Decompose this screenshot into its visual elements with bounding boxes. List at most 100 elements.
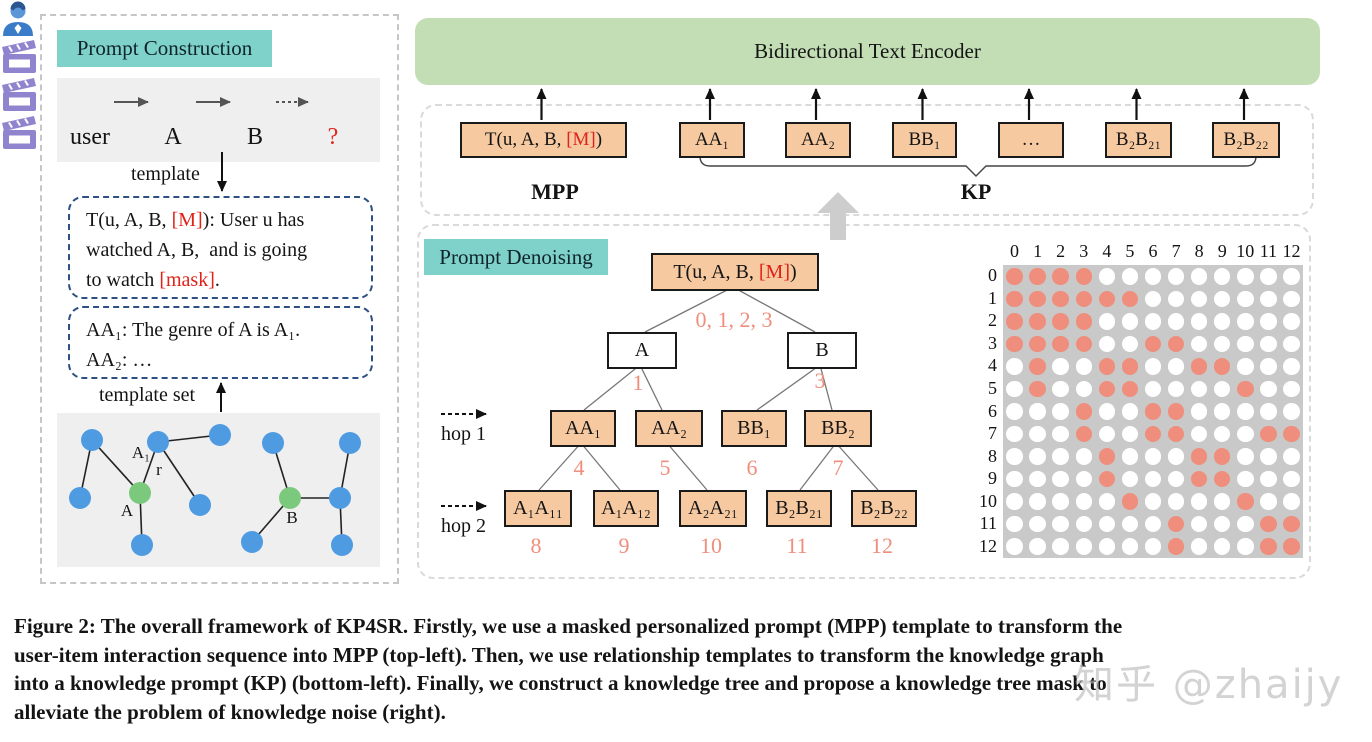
matrix-dot-visible [1213, 358, 1231, 375]
matrix-dot-masked [1006, 448, 1023, 465]
matrix-dot-masked [1260, 403, 1277, 420]
masked-token-text: [M] [758, 260, 790, 283]
matrix-col-header: 8 [1194, 241, 1204, 261]
watermark: 知乎 @zhaijy [1074, 662, 1344, 708]
token-text: B₂B₂₁ [775, 497, 823, 519]
matrix-dot-visible [1052, 335, 1069, 353]
tree-index-label: 4 [573, 455, 585, 480]
matrix-dot-masked [1283, 470, 1300, 488]
caption-line: user-item interaction sequence into MPP … [14, 642, 1104, 667]
matrix-dot-visible [1260, 538, 1277, 555]
matrix-dot-visible [1006, 313, 1023, 330]
matrix-dot-masked [1006, 515, 1023, 533]
token-text: A₁A₁₂ [601, 497, 651, 519]
tree-index-label: 10 [700, 533, 722, 558]
interaction-sequence-box [57, 78, 380, 162]
matrix-col-header: 1 [1033, 241, 1043, 261]
tree-index-label: 9 [618, 533, 630, 558]
matrix-dot-masked [1121, 538, 1139, 555]
matrix-col-header: 5 [1125, 241, 1135, 261]
matrix-row-header: 11 [979, 513, 997, 534]
template-line: T(u, A, B, [M]): User u has [86, 205, 365, 235]
token-text: A₂A₂₁ [688, 497, 738, 519]
tree-node-box: B [787, 332, 857, 369]
encoder-bar: Bidirectional Text Encoder [415, 18, 1320, 85]
template-text: ): User u has [202, 209, 305, 231]
matrix-col-header: 10 [1236, 241, 1255, 261]
matrix-row-header: 8 [988, 445, 997, 466]
matrix-row-header: 3 [988, 332, 997, 353]
user-icon [3, 1, 33, 36]
matrix-dot-masked [1006, 425, 1023, 443]
matrix-dot-visible [1283, 515, 1300, 533]
sequence-item-label: ? [327, 124, 339, 150]
sequence-item-label: A [164, 124, 182, 150]
matrix-dot-masked [1006, 358, 1023, 375]
matrix-dot-masked [1098, 538, 1116, 555]
matrix-col-header: 6 [1148, 241, 1158, 261]
hop1-label: hop 1 [441, 423, 486, 445]
encoder-token-box: B₂B₂₁ [1105, 122, 1172, 158]
tree-index-label: 7 [832, 455, 844, 480]
matrix-row-header: 4 [988, 355, 997, 376]
matrix-dot-masked [1167, 493, 1185, 510]
matrix-dot-masked [1167, 448, 1185, 465]
tree-node-box: T(u, A, B, [M]) [651, 253, 819, 291]
matrix-dot-masked [1237, 290, 1254, 308]
token-text: B₂B₂₂ [1223, 129, 1269, 150]
matrix-col-header: 7 [1171, 241, 1181, 261]
matrix-dot-visible [1098, 290, 1116, 308]
matrix-dot-visible [1029, 380, 1046, 398]
matrix-dot-masked [1075, 538, 1093, 555]
figure-caption: Figure 2: The overall framework of KP4SR… [14, 612, 1122, 726]
caption-line: Figure 2: The overall framework of KP4SR… [14, 614, 1123, 638]
matrix-dot-visible [1029, 358, 1046, 375]
sequence-item-icon-wrap [0, 38, 38, 76]
matrix-dot-masked [1283, 403, 1300, 420]
matrix-dot-masked [1260, 448, 1277, 465]
matrix-dot-masked [1260, 493, 1277, 510]
matrix-dot-masked [1237, 335, 1254, 353]
matrix-dot-visible [1098, 448, 1116, 465]
template-text: watched A, B, and is going [86, 239, 308, 261]
matrix-dot-masked [1098, 515, 1116, 533]
tree-node-box: AA₁ [550, 410, 616, 447]
matrix-dot-masked [1260, 335, 1277, 353]
token-text: AA₁ [565, 417, 601, 439]
template-line: watched A, B, and is going [86, 235, 365, 265]
matrix-row-header: 0 [988, 265, 997, 286]
matrix-dot-visible [1121, 380, 1139, 398]
token-text: AA₁ [694, 129, 730, 150]
template-arrow-label: template [131, 163, 200, 185]
matrix-dot-masked [1237, 358, 1254, 375]
matrix-dot-masked [1075, 515, 1093, 533]
matrix-dot-masked [1190, 425, 1208, 443]
panel-title: Prompt Denoising [439, 244, 593, 269]
matrix-dot-masked [1121, 403, 1139, 420]
matrix-dot-visible [1260, 515, 1277, 533]
matrix-dot-masked [1006, 470, 1023, 488]
matrix-dot-visible [1075, 313, 1093, 330]
matrix-dot-masked [1052, 470, 1069, 488]
matrix-dot-masked [1006, 538, 1023, 555]
matrix-row-header: 7 [988, 423, 997, 444]
matrix-dot-masked [1144, 358, 1162, 375]
matrix-dot-masked [1190, 380, 1208, 398]
matrix-dot-masked [1167, 358, 1185, 375]
matrix-dot-visible [1237, 380, 1254, 398]
matrix-dot-masked [1121, 268, 1139, 285]
matrix-dot-visible [1052, 313, 1069, 330]
mpp-kp-panel [420, 104, 1314, 216]
matrix-dot-visible [1006, 290, 1023, 308]
matrix-dot-visible [1098, 358, 1116, 375]
tree-node-box: B₂B₂₂ [851, 490, 917, 527]
matrix-dot-visible [1075, 335, 1093, 353]
knowledge-graph-box [57, 413, 380, 567]
matrix-dot-masked [1029, 403, 1046, 420]
matrix-dot-masked [1167, 313, 1185, 330]
token-text: BB₁ [908, 129, 941, 150]
matrix-dot-masked [1052, 380, 1069, 398]
matrix-dot-visible [1029, 335, 1046, 353]
matrix-dot-masked [1190, 515, 1208, 533]
tree-node-box: A₁A₁₂ [593, 490, 659, 527]
